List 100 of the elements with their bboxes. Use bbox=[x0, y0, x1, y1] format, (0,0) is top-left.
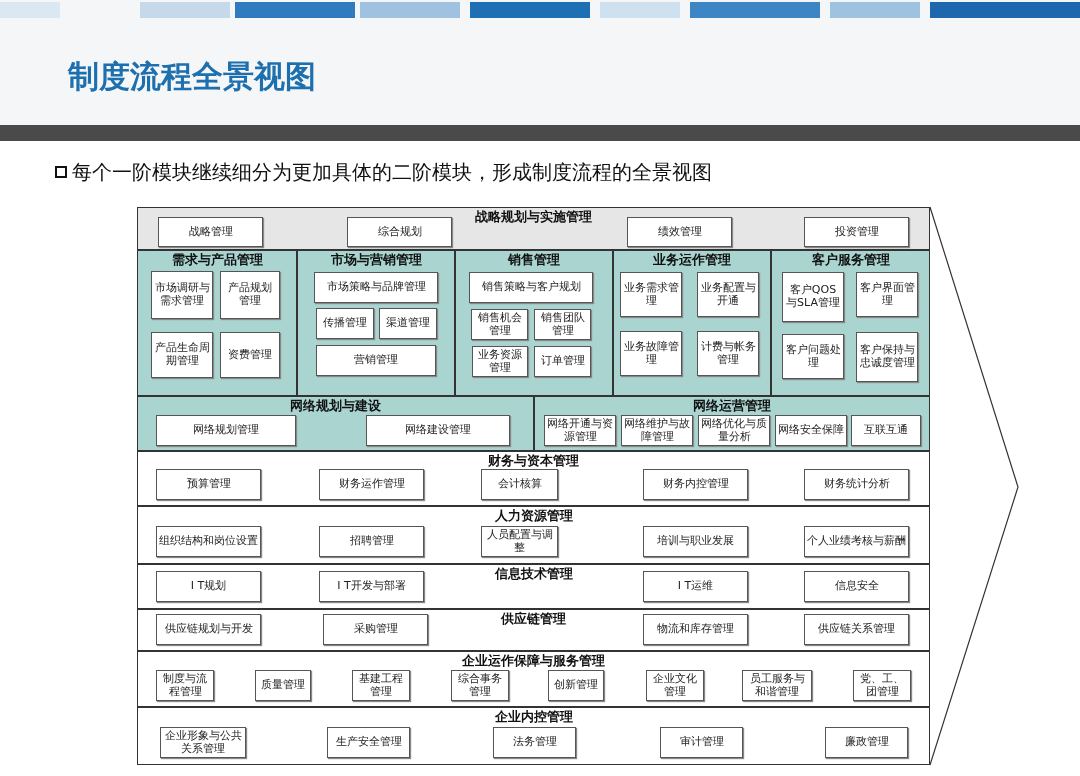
module-label: 信息安全 bbox=[833, 580, 880, 593]
module-label: 企业文化管理 bbox=[652, 672, 698, 699]
module-label: 市场策略与品牌管理 bbox=[325, 281, 427, 294]
module-heading: 企业运作保障与服务管理 bbox=[462, 653, 605, 668]
module-label: 员工服务与和谐管理 bbox=[748, 672, 806, 699]
module-label: 业务资源管理 bbox=[477, 348, 523, 375]
module-panel bbox=[137, 451, 930, 506]
module-box bbox=[782, 272, 844, 322]
module-box bbox=[327, 727, 410, 758]
module-heading: 财务与资本管理 bbox=[488, 453, 579, 468]
module-box bbox=[643, 526, 748, 557]
module-label: 综合规划 bbox=[376, 225, 423, 239]
module-label: 招聘管理 bbox=[348, 535, 395, 548]
module-box bbox=[156, 614, 261, 645]
module-heading: 企业内控管理 bbox=[494, 709, 573, 724]
subtitle-text: 每个一阶模块继续细分为更加具体的二阶模块，形成制度流程的全景视图 bbox=[72, 159, 712, 186]
module-heading: 信息技术管理 bbox=[494, 566, 573, 581]
module-label: 市场调研与需求管理 bbox=[153, 282, 211, 308]
module-panel bbox=[455, 250, 613, 396]
module-label: 资费管理 bbox=[227, 348, 273, 362]
module-label: 综合事务管理 bbox=[457, 672, 503, 699]
module-label: 互联互通 bbox=[863, 424, 909, 437]
module-label: 客户问题处理 bbox=[784, 343, 842, 370]
module-heading: 人力资源管理 bbox=[494, 508, 573, 523]
module-box bbox=[804, 614, 909, 645]
module-box bbox=[782, 334, 844, 379]
module-box bbox=[156, 469, 261, 500]
module-box bbox=[627, 217, 732, 247]
module-label: 销售团队管理 bbox=[539, 311, 586, 338]
module-panel bbox=[534, 396, 930, 451]
module-label: 组织结构和岗位设置 bbox=[158, 535, 259, 548]
module-panel bbox=[137, 564, 930, 609]
module-heading: 战略规划与实施管理 bbox=[475, 209, 592, 224]
module-label: 质量管理 bbox=[260, 679, 306, 692]
module-box bbox=[314, 272, 438, 303]
module-label: 网络维护与故障管理 bbox=[623, 417, 691, 444]
module-label: 渠道管理 bbox=[385, 317, 431, 330]
module-label: 产品生命周期管理 bbox=[153, 342, 211, 368]
module-box bbox=[316, 308, 374, 339]
module-label: 廉政管理 bbox=[843, 736, 890, 749]
module-label: 销售策略与客户规划 bbox=[480, 281, 582, 294]
module-heading: 客户服务管理 bbox=[811, 252, 890, 267]
module-box bbox=[856, 332, 918, 382]
module-panel bbox=[137, 707, 930, 765]
module-box bbox=[255, 670, 311, 701]
module-box bbox=[804, 526, 909, 557]
module-box bbox=[379, 308, 437, 339]
module-label: 物流和库存管理 bbox=[656, 623, 735, 636]
module-label: 培训与职业发展 bbox=[656, 535, 735, 548]
module-label: 传播管理 bbox=[322, 317, 368, 330]
module-box bbox=[316, 345, 436, 376]
module-heading: 需求与产品管理 bbox=[171, 252, 263, 267]
module-panel bbox=[137, 609, 930, 651]
module-label: 基建工程管理 bbox=[358, 672, 404, 699]
module-label: 财务内控管理 bbox=[661, 478, 730, 491]
module-box bbox=[156, 670, 214, 701]
title: 制度流程全景视图 bbox=[68, 57, 316, 96]
module-label: 预算管理 bbox=[185, 478, 232, 491]
module-box bbox=[319, 526, 424, 557]
module-label: 网络开通与资源管理 bbox=[546, 417, 614, 444]
module-label: 网络优化与质量分析 bbox=[700, 417, 768, 444]
module-box bbox=[151, 332, 213, 378]
module-box bbox=[804, 469, 909, 500]
module-box bbox=[742, 670, 812, 701]
module-label: 销售机会管理 bbox=[476, 311, 523, 338]
module-panel bbox=[137, 396, 534, 451]
module-heading: 市场与营销管理 bbox=[330, 252, 422, 267]
module-box bbox=[643, 469, 748, 500]
module-box bbox=[775, 415, 847, 446]
module-box bbox=[220, 332, 280, 378]
module-box bbox=[156, 571, 261, 602]
module-heading: 业务运作管理 bbox=[653, 252, 731, 267]
module-label: 战略管理 bbox=[187, 225, 234, 239]
module-heading: 销售管理 bbox=[508, 252, 560, 267]
module-label: 个人业绩考核与薪酬 bbox=[806, 535, 907, 548]
module-panel bbox=[137, 207, 930, 250]
module-label: 网络安全保障 bbox=[777, 424, 845, 437]
module-box bbox=[697, 331, 759, 376]
module-label: 会计核算 bbox=[496, 478, 543, 491]
module-label: 制度与流程管理 bbox=[162, 672, 208, 699]
module-box bbox=[534, 346, 591, 377]
module-box bbox=[697, 272, 759, 317]
module-heading: 网络运营管理 bbox=[693, 398, 771, 413]
module-label: 客户保持与忠诚度管理 bbox=[858, 344, 916, 370]
module-label: 法务管理 bbox=[511, 736, 558, 749]
module-box bbox=[347, 217, 452, 247]
module-box bbox=[469, 272, 593, 303]
module-label: 供应链关系管理 bbox=[817, 623, 896, 636]
module-box bbox=[323, 614, 428, 645]
module-box bbox=[804, 217, 909, 247]
module-label: 供应链规划与开发 bbox=[163, 623, 254, 636]
module-box bbox=[352, 670, 410, 701]
module-heading: 网络规划与建设 bbox=[290, 398, 381, 413]
module-box bbox=[804, 571, 909, 602]
module-box bbox=[851, 415, 921, 446]
module-label: 企业形象与公共关系管理 bbox=[163, 729, 243, 756]
module-box bbox=[660, 727, 743, 758]
module-box bbox=[825, 727, 908, 758]
module-label: I T规划 bbox=[189, 580, 228, 593]
module-label: 营销管理 bbox=[353, 354, 399, 367]
